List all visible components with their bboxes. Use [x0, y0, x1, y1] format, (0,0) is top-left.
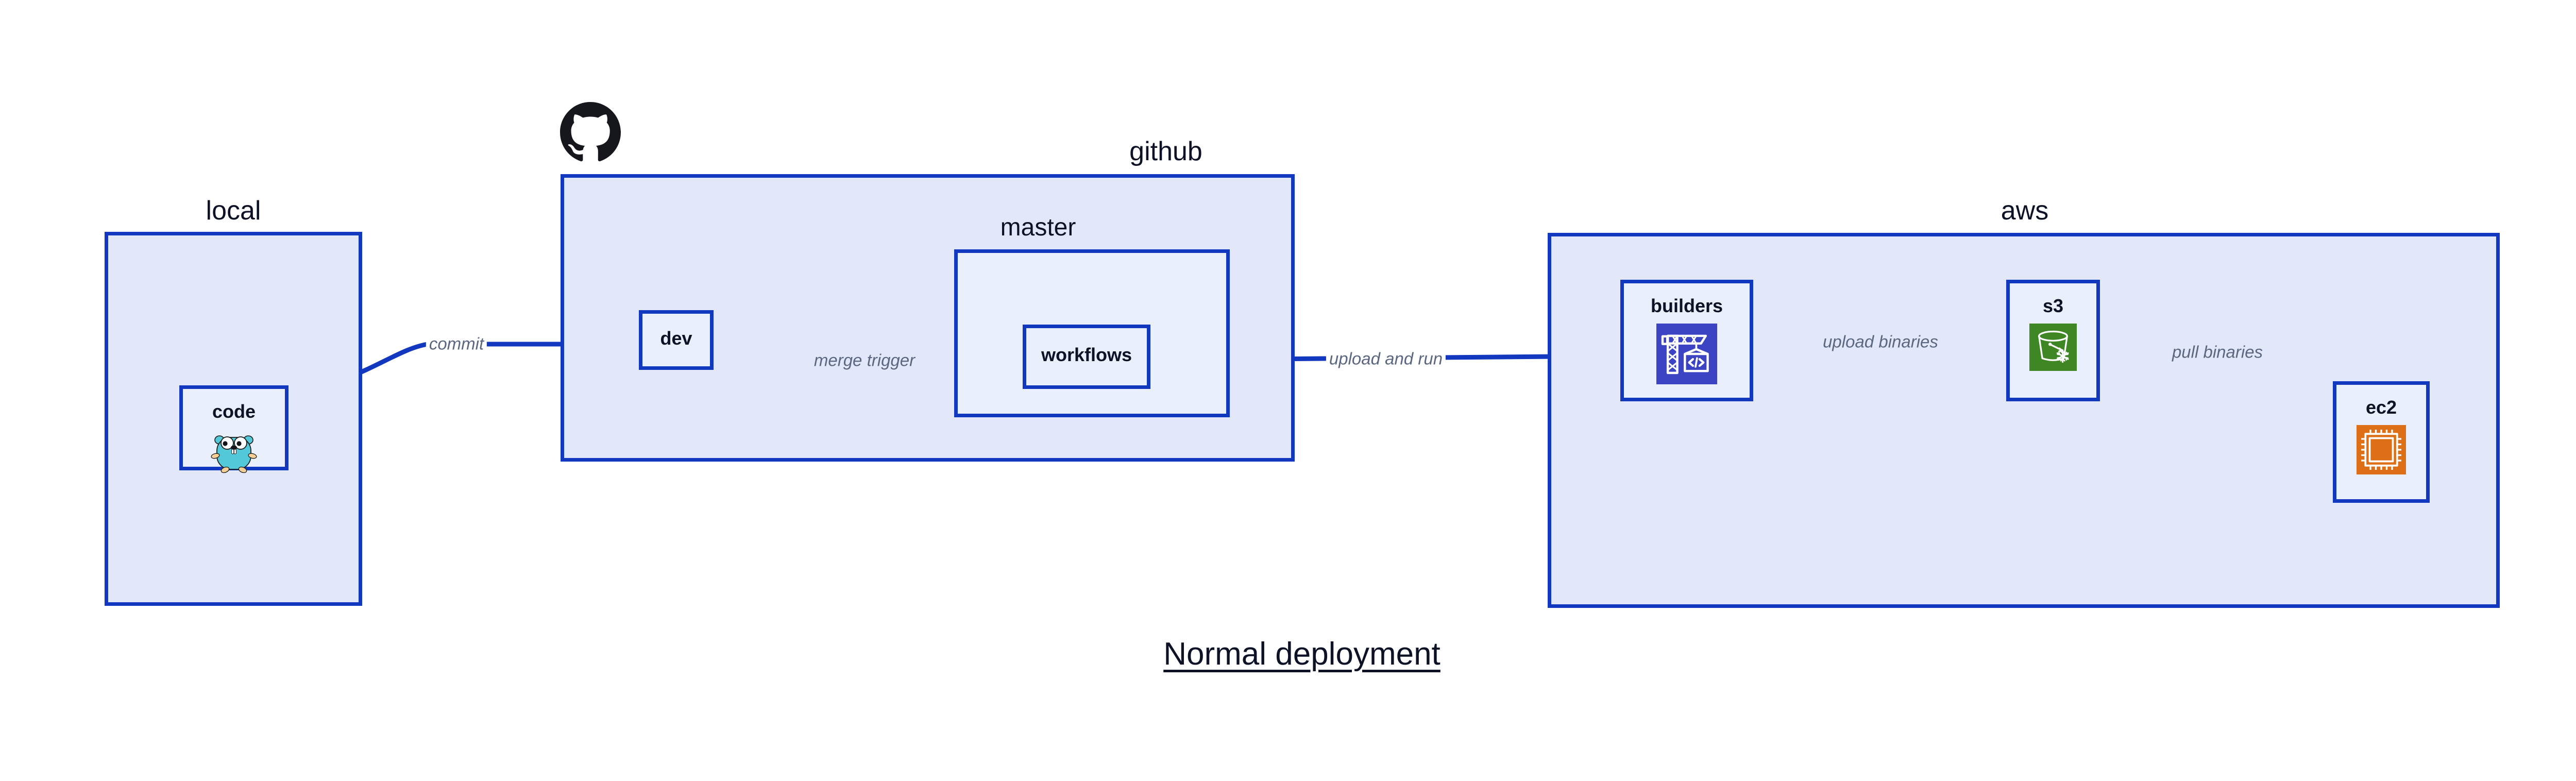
node-workflows[interactable]: workflows	[1023, 325, 1150, 389]
group-label-aws: aws	[2001, 196, 2049, 226]
node-label-code: code	[212, 401, 256, 422]
node-ec2[interactable]: ec2	[2333, 381, 2430, 503]
edge-label-upload-and-run: upload and run	[1326, 350, 1446, 367]
edge-label-merge-trigger: merge trigger	[810, 351, 919, 369]
aws-s3-glacier-icon	[2029, 324, 2077, 373]
node-builders[interactable]: builders	[1620, 280, 1753, 401]
edge-label-commit: commit	[426, 335, 487, 352]
node-dev[interactable]: dev	[639, 310, 714, 370]
subgroup-label-master: master	[1000, 214, 1076, 241]
edge-label-pull-binaries: pull binaries	[2168, 343, 2266, 361]
node-label-dev: dev	[660, 328, 692, 349]
group-label-local: local	[206, 196, 261, 226]
node-label-ec2: ec2	[2365, 397, 2397, 418]
diagram-title: Normal deployment	[1163, 636, 1440, 672]
github-octocat-icon	[560, 102, 621, 165]
node-label-workflows: workflows	[1041, 344, 1132, 365]
node-label-builders: builders	[1650, 295, 1723, 316]
node-label-s3: s3	[2042, 295, 2064, 316]
edge-label-upload-binaries: upload binaries	[1820, 333, 1941, 350]
aws-ec2-icon	[2357, 425, 2406, 477]
node-s3[interactable]: s3	[2006, 280, 2100, 401]
node-code[interactable]: code	[179, 385, 289, 473]
aws-codebuild-icon	[1656, 324, 1717, 387]
go-gopher-icon	[210, 429, 258, 476]
group-label-github: github	[1129, 137, 1202, 166]
